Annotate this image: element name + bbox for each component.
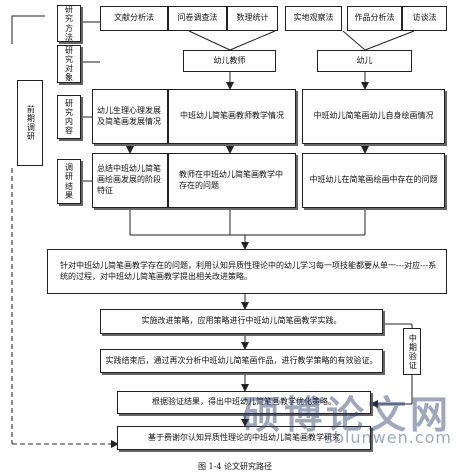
watermark-url: sblunwen.com: [324, 428, 452, 447]
step-implement: 实施改进策略，应用策略进行中班幼儿简笔画教学实践。: [100, 309, 383, 334]
step-optimize: 根据验证结果，得出中班幼儿简笔画教学优化策略。: [117, 391, 371, 414]
strategy-proposal: 针对中班幼儿简笔画教学存在的问题，利用认知异质性理论中的幼儿学习每一项技能都要从…: [47, 249, 447, 294]
method-literature: 文献分析法: [100, 6, 168, 31]
object-child: 幼儿: [317, 50, 412, 72]
category-content-label: 研究内容: [65, 98, 73, 136]
category-methods: 研究方法: [57, 5, 81, 42]
method-statistics: 数理统计: [227, 6, 278, 31]
method-work-analysis: 作品分析法: [347, 6, 402, 31]
content-child-drawing: 中班幼儿简笔画幼儿自身绘画情况: [302, 89, 445, 144]
left-label-pre-research: 前期调研: [17, 80, 43, 166]
result-child-problems: 中班幼儿在简笔画绘画中存在的问题: [302, 153, 445, 208]
content-teacher-teaching: 中班幼儿简笔画教师教学情况: [168, 89, 296, 144]
object-teacher: 幼儿教师: [183, 50, 276, 72]
content-development: 幼儿生理心理发展及简笔画发展情况: [92, 89, 168, 144]
result-teacher-problems: 教师在中班幼儿简笔画教学中存在的问题: [168, 153, 296, 208]
method-interview: 访谈法: [402, 6, 447, 31]
result-stage-features: 总结中班幼儿简笔画绘画发展的阶段特征: [92, 153, 168, 208]
figure-caption: 图 1-4 论文研究路径: [198, 462, 272, 471]
mid-verification-label: 中期验证: [403, 328, 421, 375]
category-objects-label: 研究对象: [65, 45, 73, 83]
final-research-topic: 基于费谢尔认知异质性理论的中班幼儿简笔画教学研究: [117, 426, 371, 450]
category-methods-label: 研究方法: [65, 5, 73, 42]
category-objects: 研究对象: [57, 45, 81, 83]
method-field-observation: 实地观察法: [285, 6, 342, 31]
category-results-label: 调研结果: [65, 163, 73, 200]
watermark-logo: 硕博论文网: [241, 393, 452, 437]
category-results: 调研结果: [57, 159, 81, 204]
bracket-top-line: [11, 15, 45, 44]
category-content: 研究内容: [57, 95, 81, 139]
step-verify: 实践结束后，通过再次分析中班幼儿简笔画作品，进行教学策略的有效验证。: [100, 349, 383, 373]
method-questionnaire: 问卷调查法: [168, 6, 227, 31]
